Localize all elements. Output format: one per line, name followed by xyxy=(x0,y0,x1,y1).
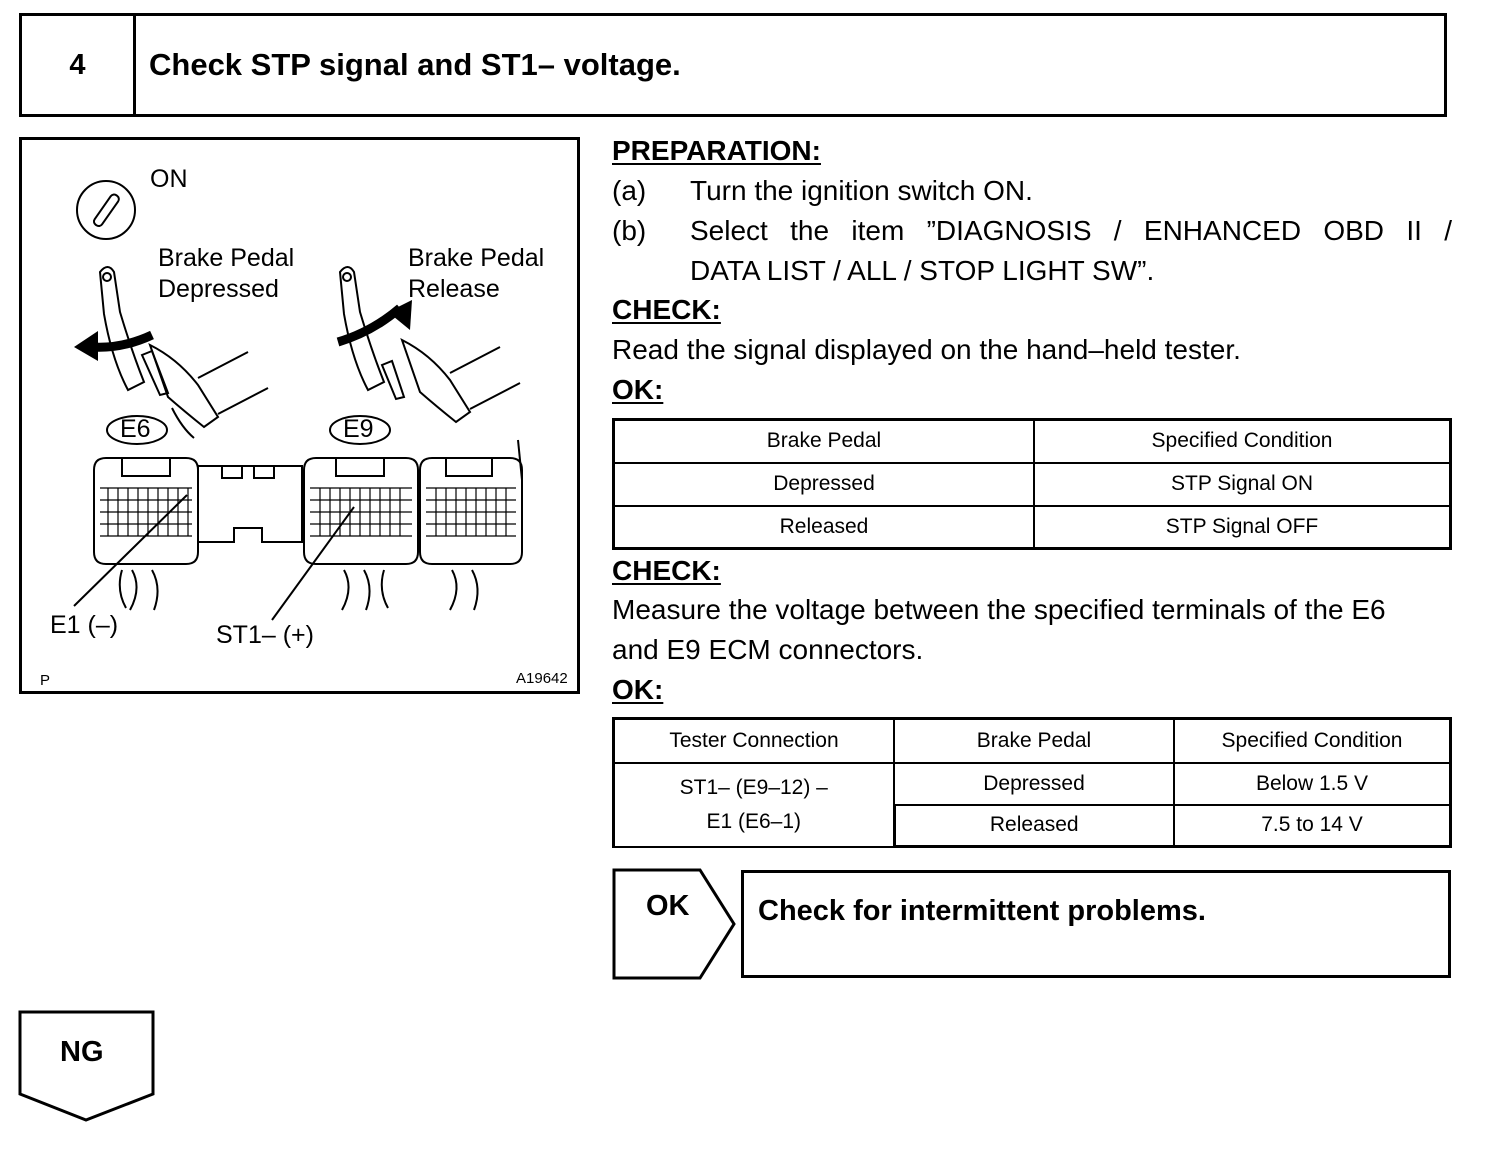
stp-signal-table: Brake Pedal Specified Condition Depresse… xyxy=(612,418,1452,550)
table-cell: Depressed xyxy=(893,761,1175,806)
check-heading-2: CHECK: xyxy=(612,555,721,586)
ok-result-box: Check for intermittent problems. xyxy=(741,870,1451,978)
check-text-2-line2: and E9 ECM connectors. xyxy=(612,634,924,665)
table-row: Depressed STP Signal ON xyxy=(612,461,1452,507)
pedal-depressed-label-line2: Depressed xyxy=(158,275,279,303)
connector-e9-label: E9 xyxy=(343,415,374,443)
table-row: ST1– (E9–12) – E1 (E6–1) Depressed Below… xyxy=(612,761,1452,848)
pedal-release-label-line2: Release xyxy=(408,275,500,303)
ok-arrow-shape xyxy=(612,868,736,980)
table-cell: Released xyxy=(612,504,1035,550)
tester-connection-line2: E1 (E6–1) xyxy=(706,809,802,833)
ng-arrow-shape xyxy=(18,1010,155,1122)
terminal-e1-label: E1 (–) xyxy=(50,611,119,639)
prep-item-b-marker: (b) xyxy=(612,215,647,246)
prep-item-a-text: Turn the ignition switch ON. xyxy=(690,175,1033,206)
prep-item-a-marker: (a) xyxy=(612,175,647,206)
pedal-depressed-label-line1: Brake Pedal xyxy=(158,244,295,272)
table-cell: Below 1.5 V xyxy=(1173,761,1452,806)
table-cell: 7.5 to 14 V xyxy=(1173,803,1452,848)
brake-pedal-release-icon xyxy=(338,266,521,424)
st1-leader-line xyxy=(271,506,355,621)
connector-illustration: ON Brake Pedal Depressed Brake Pedal Rel… xyxy=(19,137,580,694)
prep-item-b-text-line1: Select the item ”DIAGNOSIS / ENHANCED OB… xyxy=(690,215,1452,246)
ignition-switch-icon xyxy=(76,180,136,240)
voltage-table: Tester Connection Brake Pedal Specified … xyxy=(612,717,1452,848)
table-header-cell: Brake Pedal xyxy=(893,717,1175,764)
third-connector-icon xyxy=(419,439,523,611)
table-cell: STP Signal ON xyxy=(1033,461,1452,507)
table-header-cell: Specified Condition xyxy=(1033,418,1452,464)
e9-callout xyxy=(329,415,391,445)
ok-heading-1: OK: xyxy=(612,374,664,405)
table-header-cell: Brake Pedal xyxy=(612,418,1035,464)
table-header-cell: Tester Connection xyxy=(612,717,895,764)
ignition-on-label: ON xyxy=(150,165,188,193)
connector-e6-label: E6 xyxy=(120,415,151,443)
e6-callout xyxy=(106,415,168,445)
pedal-release-label-line1: Brake Pedal xyxy=(408,244,545,272)
table-cell: Released xyxy=(892,803,1175,848)
table-cell: Depressed xyxy=(612,461,1035,507)
table-row: Released 7.5 to 14 V xyxy=(614,803,1452,848)
tester-connection-cell: ST1– (E9–12) – E1 (E6–1) xyxy=(612,761,895,848)
check-text-2-line1: Measure the voltage between the specifie… xyxy=(612,594,1386,625)
table-header-row: Brake Pedal Specified Condition xyxy=(612,418,1452,464)
ecm-body-icon xyxy=(197,465,303,543)
table-row: Released STP Signal OFF xyxy=(612,504,1452,550)
table-header-cell: Specified Condition xyxy=(1173,717,1452,764)
tester-connection-line1: ST1– (E9–12) – xyxy=(679,775,828,799)
check-text-1: Read the signal displayed on the hand–he… xyxy=(612,334,1241,365)
step-title: Check STP signal and ST1– voltage. xyxy=(149,47,681,82)
brake-pedal-connector-drawing xyxy=(73,180,523,621)
check-heading-1: CHECK: xyxy=(612,294,721,325)
table-cell: STP Signal OFF xyxy=(1033,504,1452,550)
arrow-left-icon xyxy=(74,330,154,361)
e9-connector-icon xyxy=(303,457,419,611)
step-number: 4 xyxy=(22,16,136,114)
e1-leader-line xyxy=(73,494,188,607)
figure-corner-code: P xyxy=(40,672,51,689)
ng-result-label: NG xyxy=(60,1036,104,1068)
terminal-st1-label: ST1– (+) xyxy=(216,621,314,649)
table-header-row: Tester Connection Brake Pedal Specified … xyxy=(612,717,1452,764)
prep-item-b-text-line2: DATA LIST / ALL / STOP LIGHT SW”. xyxy=(690,255,1155,286)
step-header: 4 Check STP signal and ST1– voltage. xyxy=(19,13,1447,117)
arrow-right-icon xyxy=(336,300,412,347)
e6-connector-icon xyxy=(93,457,199,611)
figure-id: A19642 xyxy=(516,670,568,687)
ok-heading-2: OK: xyxy=(612,674,664,705)
ok-result-label: OK xyxy=(646,890,690,922)
preparation-heading: PREPARATION: xyxy=(612,135,821,166)
ok-result-text: Check for intermittent problems. xyxy=(758,895,1206,927)
